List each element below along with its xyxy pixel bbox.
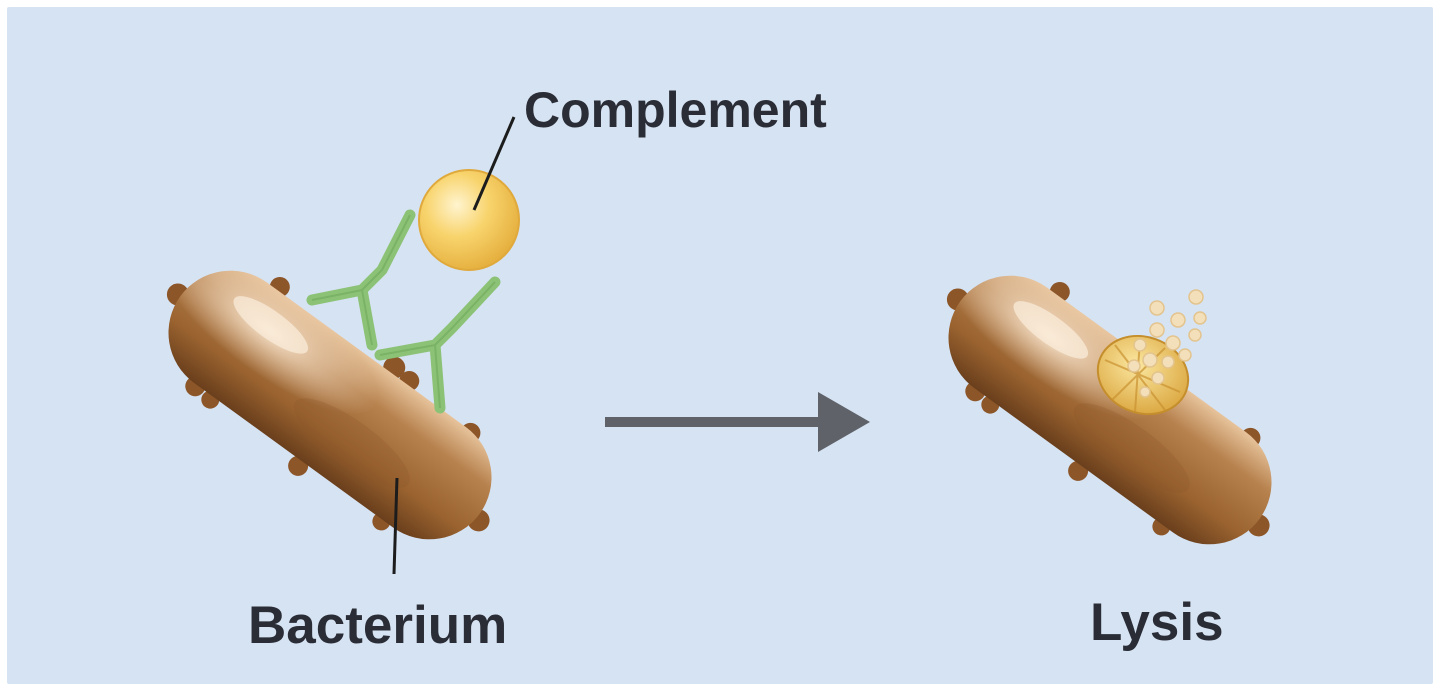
bacterium-left [166,270,492,540]
bacterium-label: Bacterium [248,596,507,655]
antibody-outlines [311,214,496,409]
lysis-pore [1096,334,1190,416]
lysis-label: Lysis [1090,593,1224,652]
process-arrow [605,392,870,452]
background-panel [3,3,1437,688]
complement-sphere [418,169,520,271]
bacterium-leader-line [392,477,399,575]
lysis-leaking-particles [1127,289,1207,398]
bacterium-right [946,275,1272,545]
complement-leader-line [472,116,516,211]
complement-label: Complement [524,82,827,138]
